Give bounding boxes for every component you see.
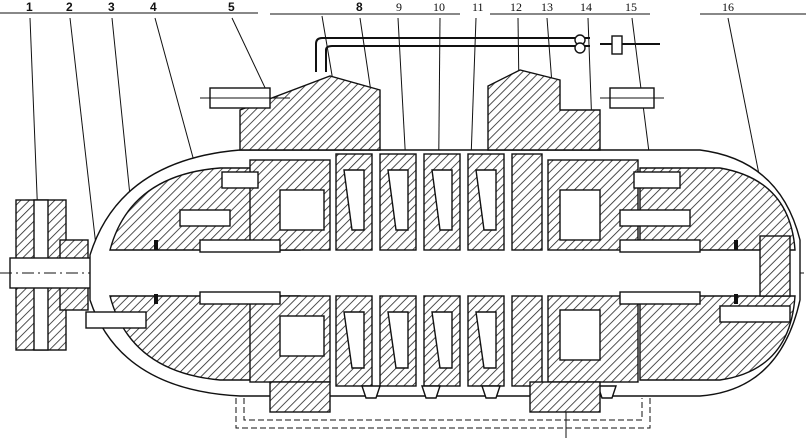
callout-4: 4 bbox=[150, 0, 157, 14]
bottom-feet bbox=[235, 381, 651, 438]
bolts-and-bearings bbox=[85, 171, 791, 329]
callout-8: 8 bbox=[356, 0, 363, 14]
callout-2: 2 bbox=[66, 0, 73, 14]
callout-12: 12 bbox=[510, 0, 522, 14]
callout-3: 3 bbox=[108, 0, 115, 14]
callout-16: 16 bbox=[722, 0, 734, 14]
callout-13: 13 bbox=[541, 0, 553, 14]
callout-9: 9 bbox=[396, 0, 402, 14]
balance-pipe bbox=[315, 34, 660, 72]
callout-labels: 1 2 3 4 5 8 9 10 11 12 13 14 15 16 bbox=[26, 0, 734, 14]
callout-5: 5 bbox=[228, 0, 235, 14]
top-castings bbox=[200, 69, 664, 151]
end-sections bbox=[249, 159, 639, 383]
callout-15: 15 bbox=[625, 0, 637, 14]
callout-1: 1 bbox=[26, 0, 33, 14]
stages-lower bbox=[335, 295, 543, 387]
callout-10: 10 bbox=[433, 0, 445, 14]
callout-11: 11 bbox=[472, 0, 484, 14]
stages-upper bbox=[335, 153, 543, 251]
callout-14: 14 bbox=[580, 0, 592, 14]
